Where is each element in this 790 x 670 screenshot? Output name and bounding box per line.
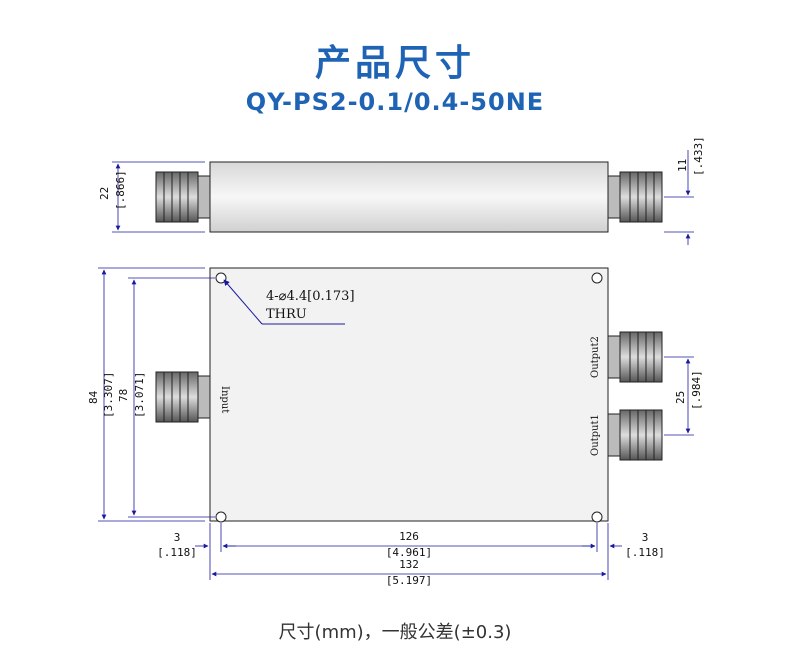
dimension-drawing: 22 [.866] 11 [.433] 4-⌀4.4[0.173] THRU bbox=[87, 136, 705, 587]
mounting-hole bbox=[591, 511, 603, 523]
hole-note: 4-⌀4.4[0.173] bbox=[266, 289, 355, 304]
top-right-connector bbox=[607, 171, 663, 223]
front-height-in: [3.307] bbox=[102, 372, 115, 418]
top-height-mm: 22 bbox=[98, 187, 111, 200]
length-mm: 132 bbox=[399, 558, 419, 571]
input-label: Input bbox=[219, 386, 230, 413]
model-number: QY-PS2-0.1/0.4-50NE bbox=[245, 88, 545, 116]
output1-connector bbox=[607, 409, 663, 461]
length-in: [5.197] bbox=[386, 574, 432, 587]
left-margin-in: [.118] bbox=[157, 546, 197, 559]
right-margin-in: [.118] bbox=[625, 546, 665, 559]
mounting-hole bbox=[591, 272, 603, 284]
mounting-hole bbox=[215, 272, 227, 284]
hole-spacing-v-in: [3.071] bbox=[133, 372, 146, 418]
hole-note-thru: THRU bbox=[266, 307, 307, 322]
top-height-in: [.866] bbox=[114, 170, 127, 210]
front-view: 4-⌀4.4[0.173] THRU Input Output2 bbox=[87, 267, 703, 587]
output1-label: Output1 bbox=[590, 414, 601, 456]
top-offset-in: [.433] bbox=[692, 136, 705, 176]
hole-spacing-h-in: [4.961] bbox=[386, 546, 432, 559]
dimension-caption: 尺寸(mm)，一般公差(±0.3) bbox=[278, 622, 512, 643]
left-margin-mm: 3 bbox=[174, 531, 181, 544]
top-left-connector bbox=[155, 171, 211, 223]
hole-spacing-v-mm: 78 bbox=[117, 389, 130, 402]
front-height-mm: 84 bbox=[87, 390, 100, 404]
output2-label: Output2 bbox=[590, 336, 601, 378]
output-spacing-in: [.984] bbox=[690, 370, 703, 410]
hole-spacing-h-mm: 126 bbox=[399, 530, 419, 543]
input-connector bbox=[155, 371, 211, 423]
right-margin-mm: 3 bbox=[642, 531, 649, 544]
top-view-body bbox=[209, 161, 609, 233]
output2-connector bbox=[607, 331, 663, 383]
output-spacing-mm: 25 bbox=[674, 391, 687, 404]
top-view: 22 [.866] 11 [.433] bbox=[98, 136, 705, 245]
mounting-hole bbox=[215, 511, 227, 523]
top-offset-mm: 11 bbox=[676, 159, 689, 172]
page-title: 产品尺寸 bbox=[314, 43, 475, 84]
front-view-body bbox=[209, 267, 609, 522]
